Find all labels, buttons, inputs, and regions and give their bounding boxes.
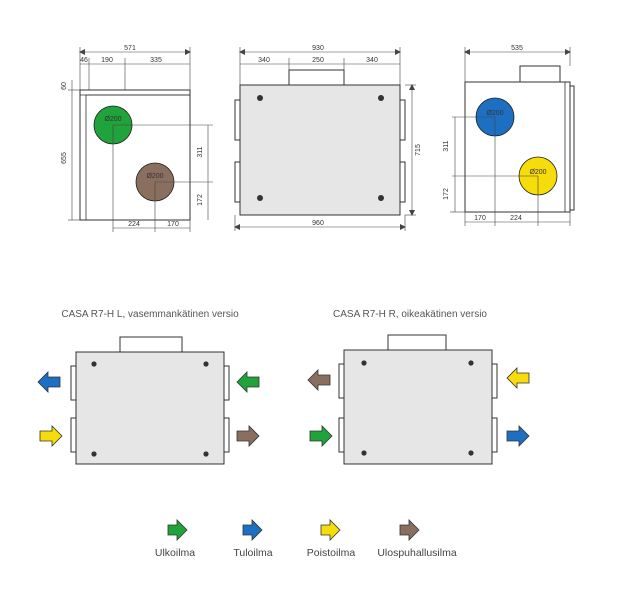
dim-left-170: 170 <box>167 221 179 228</box>
dim-front-250: 250 <box>312 57 324 64</box>
right-duct-1-label: Ø200 <box>486 110 503 117</box>
dim-left-224: 224 <box>128 221 140 228</box>
dim-left-335: 335 <box>150 57 162 64</box>
dim-right-535: 535 <box>511 45 523 52</box>
arrow-icon <box>167 519 188 541</box>
legend-label: Tuloilma <box>233 547 272 559</box>
legend-label: Ulkoilma <box>155 547 195 559</box>
arrow-icon <box>399 519 420 541</box>
right-duct-2-label: Ø200 <box>529 169 546 176</box>
legend-label: Ulospuhallusilma <box>377 547 457 559</box>
dim-front-340a: 340 <box>258 57 270 64</box>
version-right-caption: CASA R7-H R, oikeakätinen versio <box>333 309 487 320</box>
dim-left-172: 172 <box>197 194 204 206</box>
left-duct-2-label: Ø200 <box>146 173 163 180</box>
version-right: CASA R7-H R, oikeakätinen versio <box>307 309 530 465</box>
dim-left-571: 571 <box>124 45 136 52</box>
arrow-r-out-bottom-right <box>506 425 530 447</box>
legend-item-poistoilma: Poistoilma <box>307 519 356 559</box>
version-left-caption: CASA R7-H L, vasemmankätinen versio <box>61 309 239 320</box>
arrow-l-out-bottom-right <box>236 425 260 447</box>
arrow-l-out-top-left <box>37 371 61 393</box>
dim-front-340b: 340 <box>366 57 378 64</box>
arrow-r-out-top-left <box>307 369 331 391</box>
dim-right-224: 224 <box>510 215 522 222</box>
dim-front-715: 715 <box>415 144 422 156</box>
front-view: 930 340 250 340 715 960 <box>234 45 422 231</box>
dim-left-311: 311 <box>197 146 204 157</box>
dim-front-930: 930 <box>312 45 324 52</box>
dim-left-655: 655 <box>61 152 68 164</box>
dim-right-170: 170 <box>474 215 486 222</box>
left-side-view: Ø200 Ø200 571 46 190 335 60 655 311 172 … <box>61 45 213 232</box>
legend: Ulkoilma Tuloilma Poistoilma Ulospuhallu… <box>155 519 457 559</box>
dim-left-46: 46 <box>80 57 88 64</box>
arrow-l-in-bottom-left <box>39 425 63 447</box>
dim-right-172: 172 <box>443 188 450 200</box>
left-duct-1-label: Ø200 <box>104 116 121 123</box>
legend-item-tuloilma: Tuloilma <box>233 519 273 559</box>
version-left: CASA R7-H L, vasemmankätinen versio <box>37 309 260 465</box>
legend-item-ulkoilma: Ulkoilma <box>155 519 195 559</box>
arrow-icon <box>320 519 341 541</box>
arrow-r-in-bottom-left <box>309 425 333 447</box>
dim-front-960: 960 <box>312 220 324 227</box>
right-side-view: Ø200 Ø200 535 311 172 170 224 <box>443 45 575 226</box>
dim-right-311: 311 <box>443 140 450 151</box>
arrow-icon <box>242 519 263 541</box>
arrow-l-in-top-right <box>236 371 260 393</box>
dim-left-60: 60 <box>61 82 68 90</box>
dim-left-190: 190 <box>101 57 113 64</box>
legend-label: Poistoilma <box>307 547 356 559</box>
legend-item-ulospuhallusilma: Ulospuhallusilma <box>377 519 457 559</box>
arrow-r-in-top-right <box>506 367 530 389</box>
